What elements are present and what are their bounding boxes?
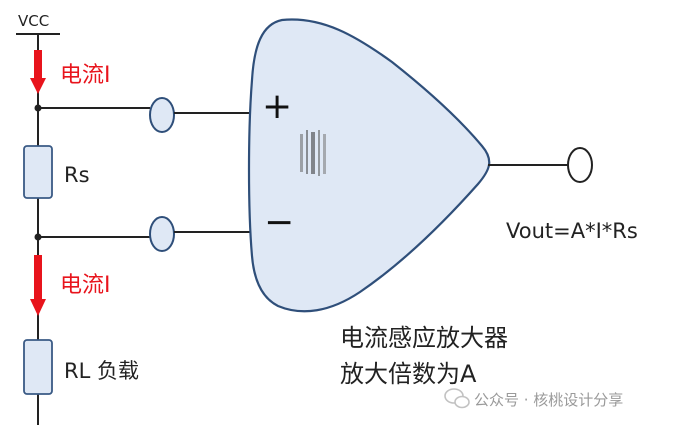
minus-input-terminal [149,216,175,252]
rl-label: RL 负载 [64,359,139,383]
output-terminal [567,147,593,183]
caption-line-1: 电流感应放大器 [340,324,508,352]
wechat-icon [444,388,470,409]
minus-sign: − [264,202,294,243]
vout-formula: Vout=A*I*Rs [506,219,638,243]
amplifier-triangle [247,18,491,313]
rs-label: Rs [64,163,90,187]
caption-line-2: 放大倍数为A [340,360,477,388]
current-arrow-bottom [30,255,46,316]
blurred-marking [300,130,326,176]
current-label-bottom: 电流I [60,273,111,298]
plus-sign: + [262,86,292,127]
rl-load-resistor [23,339,53,395]
vcc-label: VCC [18,12,49,30]
rs-resistor [23,145,53,199]
current-arrow-top [30,50,46,94]
plus-input-terminal [149,97,175,133]
watermark-text: 公众号 · 核桃设计分享 [474,391,623,409]
current-label-top: 电流I [60,63,111,88]
